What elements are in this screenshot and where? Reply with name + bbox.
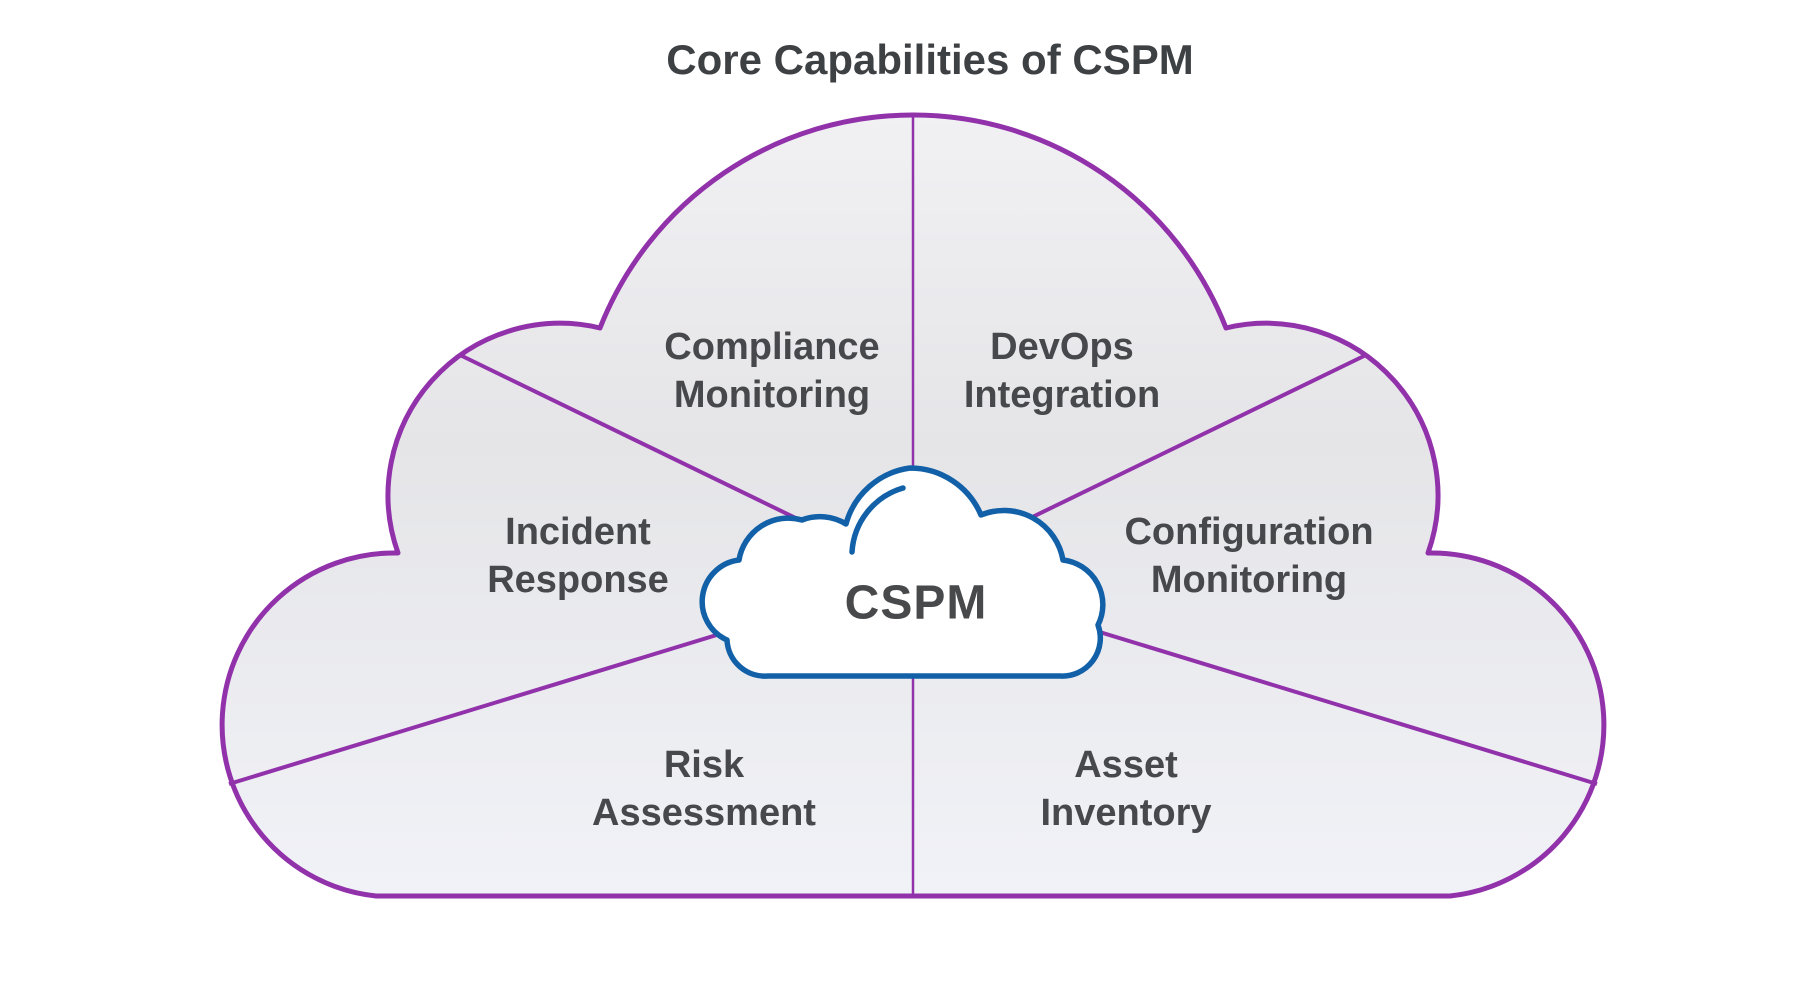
capability-label-configuration-monitoring: Configuration Monitoring	[1124, 509, 1373, 605]
capability-label-devops-integration: DevOps Integration	[964, 324, 1160, 420]
center-cloud-inner-arc-icon	[849, 485, 906, 555]
capability-line: Integration	[963, 374, 1161, 416]
capability-line: Compliance	[664, 326, 880, 369]
capability-line: Inventory	[1040, 792, 1212, 834]
capability-label-risk-assessment: Risk Assessment	[592, 742, 816, 838]
capability-line: Asset	[1074, 744, 1178, 787]
capability-label-incident-response: Incident Response	[487, 509, 669, 605]
capability-label-compliance-monitoring: Compliance Monitoring	[664, 324, 879, 420]
capability-label-asset-inventory: Asset Inventory	[1040, 742, 1211, 838]
capability-line: Assessment	[592, 792, 816, 834]
capability-line: DevOps	[990, 326, 1134, 369]
capability-line: Monitoring	[1150, 559, 1348, 601]
capability-line: Risk	[663, 744, 745, 787]
capability-line: Configuration	[1124, 511, 1374, 554]
capability-line: Monitoring	[673, 374, 871, 416]
capability-line: Response	[487, 559, 669, 601]
cspm-center-label: CSPM	[844, 576, 988, 630]
page-title: Core Capabilities of CSPM	[666, 36, 1194, 83]
capability-line: Incident	[505, 511, 651, 554]
center-cloud	[699, 465, 1106, 679]
